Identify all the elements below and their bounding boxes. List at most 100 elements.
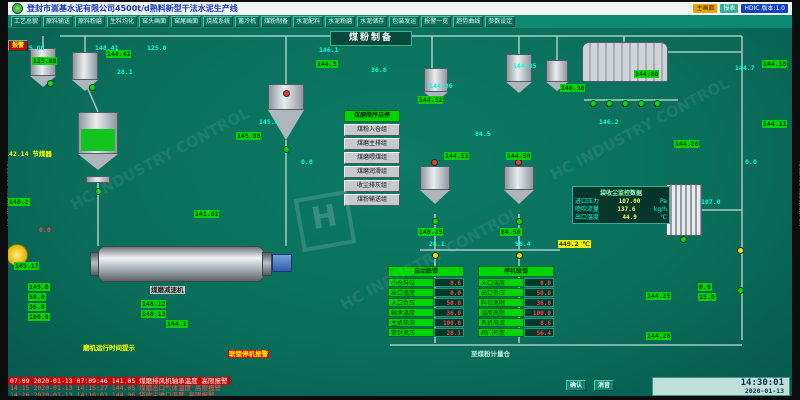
valve-indicator[interactable] bbox=[516, 252, 523, 259]
value-readout: 142.14 节煤器 bbox=[5, 150, 52, 158]
menu-item[interactable]: 水泥储存 bbox=[357, 16, 388, 27]
interlock-row: 阀门开度 56.4 bbox=[478, 328, 554, 337]
group-control-button[interactable]: 煤粉入仓组 bbox=[344, 124, 400, 136]
valve-indicator[interactable] bbox=[283, 146, 290, 153]
group-control-button[interactable]: 煤磨喂煤组 bbox=[344, 152, 400, 164]
valve-indicator[interactable] bbox=[432, 218, 439, 225]
value-readout: 148.41 bbox=[95, 44, 119, 52]
value-readout: 125.08 bbox=[21, 44, 45, 52]
interlock-label: 料位高限 bbox=[478, 298, 524, 307]
valve-indicator[interactable] bbox=[47, 80, 54, 87]
menu-item[interactable]: 篦冷机 bbox=[235, 16, 260, 27]
value-readout: 0.0 bbox=[698, 283, 712, 291]
value-readout: 146.1 bbox=[319, 46, 339, 54]
value-readout: 144.10 bbox=[762, 60, 788, 68]
value-readout: 148.13 bbox=[141, 310, 167, 318]
mini-button[interactable]: 报警 bbox=[8, 40, 29, 51]
bagfilter-monitor-rows: 进口压力 107.00 Pa 喷吹流量 137.6 kg/h 出口温度 44.9… bbox=[575, 198, 667, 222]
titlebar-badge[interactable]: HDIC 版本:1.0 bbox=[741, 4, 788, 13]
weigh-feeder[interactable] bbox=[86, 176, 110, 183]
mill-motor[interactable] bbox=[272, 254, 292, 272]
fine-coal-bin-1[interactable] bbox=[420, 166, 450, 190]
interlock-row: 入口负压 50.0 bbox=[388, 298, 464, 307]
interlock-value: 100.0 bbox=[434, 318, 464, 327]
menu-item[interactable]: 生料均化 bbox=[107, 16, 138, 27]
menu-item[interactable]: 趋势曲线 bbox=[453, 16, 484, 27]
valve-indicator[interactable] bbox=[622, 100, 629, 107]
interlock-list-start-rows: 小仓料位 8.6 出口温度 0.0 入口负压 50.0 轴承温度 36.0 主机… bbox=[388, 278, 464, 337]
group-control-button[interactable]: 煤粉输送组 bbox=[344, 194, 400, 206]
value-readout: 144.7 bbox=[735, 64, 755, 72]
interlock-row: 密封风压 28.1 bbox=[388, 328, 464, 337]
surge-bin-3[interactable] bbox=[546, 60, 568, 82]
menu-item[interactable]: 包装发运 bbox=[389, 16, 420, 27]
menu-item[interactable]: 报警一览 bbox=[421, 16, 452, 27]
titlebar-badge[interactable]: 主画面 bbox=[693, 4, 718, 13]
surge-bin-2[interactable] bbox=[506, 54, 532, 82]
surge-bin-1[interactable] bbox=[424, 68, 448, 92]
menu-item[interactable]: 水泥配料 bbox=[293, 16, 324, 27]
interlock-value: 50.0 bbox=[434, 298, 464, 307]
valve-indicator[interactable] bbox=[638, 100, 645, 107]
valve-indicator[interactable] bbox=[95, 188, 102, 195]
dust-collector-bin-2[interactable] bbox=[72, 52, 98, 80]
interlock-row: 出口温度 0.0 bbox=[388, 288, 464, 297]
value-readout: 449.2 ℃ bbox=[558, 240, 591, 248]
valve-indicator[interactable] bbox=[590, 100, 597, 107]
menu-item[interactable]: 窑尾画面 bbox=[171, 16, 202, 27]
raw-coal-hopper[interactable] bbox=[78, 112, 118, 154]
fine-coal-bin-2[interactable] bbox=[504, 166, 534, 190]
bag-filter-right[interactable] bbox=[666, 184, 702, 236]
alarm-line[interactable]: 07:09 2020-01-13 07:09:46 141.05 煤磨排风机轴承… bbox=[8, 377, 230, 385]
valve-indicator[interactable] bbox=[606, 100, 613, 107]
coal-mill[interactable] bbox=[98, 246, 264, 282]
group-control-button[interactable]: 煤磨润滑组 bbox=[344, 166, 400, 178]
value-readout: 145.17 bbox=[14, 262, 40, 270]
interlock-value: 0.0 bbox=[524, 278, 554, 287]
mini-button[interactable]: 消音 bbox=[594, 380, 615, 391]
interlock-value: 36.0 bbox=[524, 298, 554, 307]
group-control-button[interactable]: 煤磨主排组 bbox=[344, 138, 400, 150]
value-readout: 141.02 bbox=[194, 210, 220, 218]
value-readout: 15.0 bbox=[698, 293, 716, 301]
valve-indicator[interactable] bbox=[737, 287, 744, 294]
menu-item[interactable]: 水泥粉磨 bbox=[325, 16, 356, 27]
menu-item[interactable]: 参数设定 bbox=[485, 16, 516, 27]
valve-indicator[interactable] bbox=[283, 90, 290, 97]
valve-indicator[interactable] bbox=[515, 159, 522, 166]
valve-indicator[interactable] bbox=[654, 100, 661, 107]
raw-coal-hopper-level bbox=[81, 129, 115, 151]
valve-indicator[interactable] bbox=[431, 159, 438, 166]
alarm-line[interactable]: 14:15 2020-01-13 14:15:27 144.05 煤磨出口气体温… bbox=[10, 384, 222, 392]
monitor-unit: Pa bbox=[659, 198, 667, 205]
monitor-row: 喷吹流量 137.6 kg/h bbox=[575, 206, 667, 214]
value-readout: 148.25 bbox=[418, 228, 444, 236]
group-control-button[interactable]: 收尘排灰组 bbox=[344, 180, 400, 192]
cyclone-body[interactable] bbox=[268, 84, 304, 110]
valve-indicator[interactable] bbox=[680, 236, 687, 243]
menu-item[interactable]: 原料输送 bbox=[43, 16, 74, 27]
mini-button[interactable]: 确认 bbox=[566, 380, 587, 391]
valve-indicator[interactable] bbox=[89, 84, 96, 91]
monitor-bezel-top bbox=[0, 0, 800, 2]
value-readout: 100.0 bbox=[28, 313, 50, 321]
monitor-bezel-right: HC INDUSTRY CONTROL bbox=[792, 0, 800, 400]
value-readout: 144.1 bbox=[166, 320, 188, 328]
menu-item[interactable]: 原料粉磨 bbox=[75, 16, 106, 27]
valve-indicator[interactable] bbox=[737, 247, 744, 254]
interlock-label: 轴承温度 bbox=[388, 308, 434, 317]
alarm-line[interactable]: 14:16 2020-01-13 14:16:03 144.06 袋收尘进口温度… bbox=[10, 391, 215, 399]
menu-item[interactable]: 煤粉制备 bbox=[261, 16, 292, 27]
interlock-row: 入口温度 0.0 bbox=[478, 278, 554, 287]
menu-item[interactable]: 窑头画面 bbox=[139, 16, 170, 27]
titlebar-badge[interactable]: 报表 bbox=[720, 4, 739, 13]
menu-item[interactable]: 烧成系统 bbox=[203, 16, 234, 27]
monitor-row: 进口压力 107.00 Pa bbox=[575, 198, 667, 206]
page-title: 煤粉制备 bbox=[330, 31, 412, 46]
valve-indicator[interactable] bbox=[516, 218, 523, 225]
interlock-label: 温度高限 bbox=[478, 308, 524, 317]
valve-indicator[interactable] bbox=[432, 252, 439, 259]
group-control-panel: 煤磨顺序启停 煤粉入仓组煤磨主排组煤磨喂煤组煤磨润滑组收尘排灰组煤粉输送组 bbox=[344, 110, 400, 208]
menu-item[interactable]: 工艺总貌 bbox=[11, 16, 42, 27]
value-readout: 煤磨减速机 bbox=[150, 286, 185, 294]
